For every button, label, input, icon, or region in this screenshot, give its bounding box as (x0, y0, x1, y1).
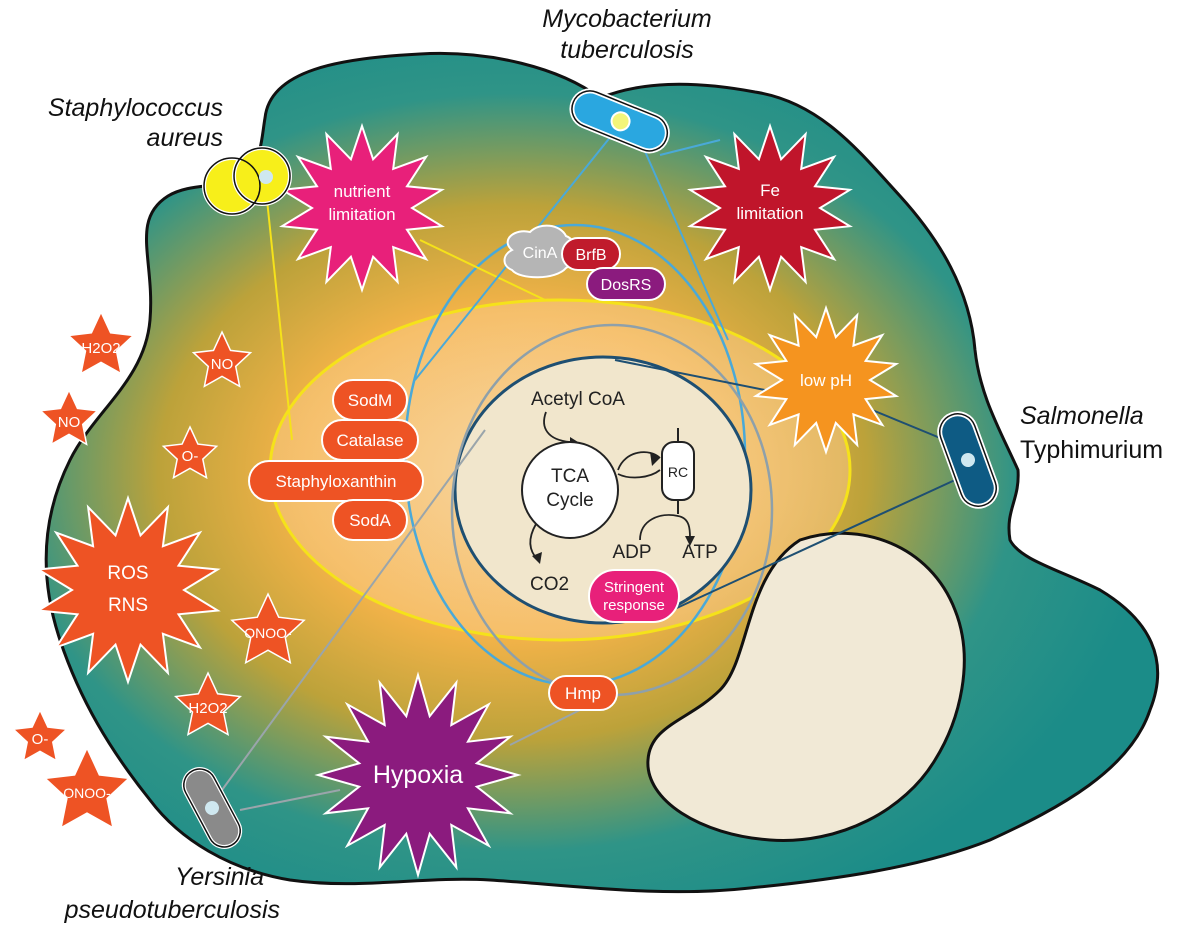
low-ph-star: low pH (752, 304, 900, 456)
myco-name-2: tuberculosis (560, 36, 693, 64)
hmp-factor: Hmp (548, 675, 618, 711)
staphyloxanthin-pill (248, 460, 424, 502)
soda-pill (332, 499, 408, 541)
rns-label: RNS (108, 595, 148, 616)
cina-label: CinA (523, 245, 558, 262)
soda-label: SodA (349, 511, 391, 530)
ros-rns-star: ROS RNS (35, 494, 221, 686)
dosrs-label: DosRS (601, 277, 652, 294)
brfb-label: BrfB (575, 247, 606, 264)
h2o2-label-2: H2O2 (188, 700, 227, 717)
hypoxia-label: Hypoxia (373, 761, 463, 789)
vacuole (646, 531, 966, 842)
sodm-label: SodM (348, 391, 392, 410)
stringent-label-2: response (603, 597, 665, 614)
acetyl-coa-label: Acetyl CoA (531, 389, 625, 410)
fe-label-1: Fe (760, 181, 780, 200)
low-ph-label: low pH (800, 371, 852, 390)
mycobacterium-factors: CinA BrfB DosRS (503, 224, 666, 301)
small-ros-stars: H2O2 NO NO O- ONOO- H2O2 O- ONOO- (11, 310, 306, 830)
salm-name-1: Salmonella (1020, 402, 1144, 430)
adp-atp-arrow (639, 514, 691, 541)
ros-label: ROS (107, 563, 148, 584)
dosrs-pill (586, 267, 666, 301)
salm-name-2: Typhimurium (1020, 436, 1163, 464)
superoxide-label-1: O- (182, 448, 199, 465)
stringent-label-1: Stringent (604, 579, 665, 596)
catalase-label: Catalase (336, 431, 403, 450)
yers-name-1: Yersinia (175, 863, 264, 891)
yers-name-2: pseudotuberculosis (64, 896, 280, 924)
yersinia-rod (181, 767, 243, 849)
onoo-label-1: ONOO- (244, 625, 292, 641)
mycobacterium-rod (569, 88, 670, 154)
tca-rc-arrowhead (650, 452, 660, 466)
nutrient-label-2: limitation (328, 205, 395, 224)
stringent-response-pill (588, 569, 680, 623)
no-label-2: NO (58, 414, 81, 431)
myco-name-1: Mycobacterium (542, 5, 712, 33)
staph-name-1: Staphylococcus (48, 94, 223, 122)
h2o2-label-1: H2O2 (81, 340, 120, 357)
atp-arrowhead (685, 536, 695, 546)
nutrient-label-1: nutrient (334, 182, 391, 201)
onoo-label-2: ONOO- (63, 785, 111, 801)
co2-arrowhead (532, 552, 542, 564)
hmp-label: Hmp (565, 684, 601, 703)
hypoxia-star: Hypoxia (314, 671, 522, 879)
metabolism-core: Acetyl CoA TCA Cycle RC ADP ATP CO2 Stri… (521, 389, 718, 623)
fe-label-2: limitation (736, 204, 803, 223)
fe-limitation-star: Fe limitation (687, 122, 853, 294)
tca-cycle-circle (521, 441, 619, 539)
tca-label-1: TCA (551, 466, 589, 487)
staph-aureus-cocci (202, 146, 292, 216)
adp-label: ADP (612, 542, 651, 563)
tca-label-2: Cycle (546, 490, 594, 511)
nutrient-limitation-star: nutrient limitation (279, 122, 445, 294)
no-label-1: NO (211, 356, 234, 373)
salmonella-rod (937, 411, 999, 509)
co2-label: CO2 (530, 574, 569, 595)
superoxide-label-2: O- (32, 731, 49, 748)
acetyl-arrow (543, 411, 571, 443)
organism-labels: Staphylococcus aureus Mycobacterium tube… (48, 5, 1163, 924)
brfb-pill (561, 237, 621, 271)
staphyloxanthin-label: Staphyloxanthin (276, 472, 397, 491)
hmp-pill (548, 675, 618, 711)
staph-name-2: aureus (147, 124, 223, 152)
rc-label: RC (668, 464, 688, 480)
atp-label: ATP (682, 542, 718, 563)
staph-factors: SodM Catalase Staphyloxanthin SodA (248, 379, 424, 541)
tca-rc-arrows (617, 451, 661, 479)
